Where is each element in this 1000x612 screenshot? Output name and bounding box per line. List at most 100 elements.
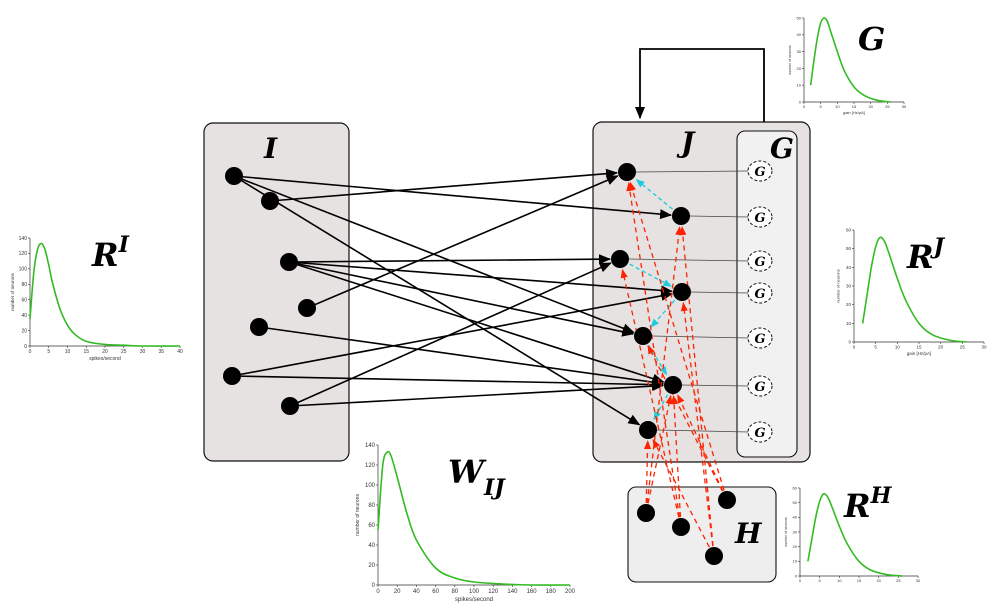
- neuron-j: [618, 163, 636, 181]
- plot-y-tick-label: 60: [368, 523, 375, 529]
- gain-unit: G: [747, 160, 773, 182]
- plot-y-tick-label: 20: [21, 328, 27, 334]
- plot-rj-title-base: R: [906, 238, 934, 276]
- projection-arrow: [233, 175, 673, 220]
- plot-y-tick-label: 30: [797, 49, 802, 54]
- plot-x-tick-label: 60: [432, 589, 439, 595]
- plot-x-tick-label: 15: [852, 104, 857, 109]
- neuron-j: [639, 421, 657, 439]
- neuron-i: [250, 318, 268, 336]
- gain-unit: G: [747, 282, 773, 304]
- plot-curve: [809, 17, 891, 103]
- plot-x-tick-label: 40: [177, 349, 183, 355]
- neuron-h: [718, 491, 736, 509]
- plot-x-tick-label: 120: [488, 589, 499, 595]
- input-arrow: [646, 226, 683, 504]
- projection-arrow: [289, 381, 665, 407]
- plot-y-tick-label: 20: [846, 302, 852, 307]
- plot-x-tick-label: 20: [394, 589, 401, 595]
- plot-y-tick-label: 30: [793, 529, 798, 534]
- plot-x-tick-label: 30: [981, 345, 987, 350]
- plot-curve: [807, 492, 903, 577]
- gain-unit: G: [747, 375, 773, 397]
- plot-y-tick-label: 50: [846, 246, 852, 251]
- input-arrow: [680, 302, 714, 547]
- edges-layer: [231, 168, 749, 548]
- plot-y-tick-label: 20: [368, 563, 375, 569]
- plot-y-tick-label: 40: [793, 515, 798, 520]
- input-arrow: [620, 268, 680, 518]
- plot-y-tick-label: 120: [19, 251, 28, 257]
- plot-x-tick-label: 10: [895, 345, 901, 350]
- plot-y-label: number of neurons: [788, 45, 792, 75]
- plot-y-tick-label: 0: [795, 573, 798, 578]
- plot-wij-title-sub: IJ: [483, 475, 506, 501]
- gain-unit-label: G: [754, 287, 765, 302]
- plot-x-tick-label: 25: [896, 578, 901, 583]
- gain-unit-circle: [747, 206, 773, 228]
- gain-link: [651, 335, 749, 339]
- neuron-h: [637, 504, 655, 522]
- gain-unit: G: [747, 327, 773, 349]
- neuron-i: [261, 192, 279, 210]
- plot-y-tick-label: 0: [799, 99, 802, 104]
- neuron-i: [225, 167, 243, 185]
- plot-x-tick-label: 180: [546, 589, 557, 595]
- projection-arrow: [269, 168, 619, 202]
- input-arrow: [647, 344, 724, 492]
- plot-rh-title: RH: [843, 483, 893, 525]
- neuron-j: [611, 250, 629, 268]
- plot-x-tick-label: 0: [803, 104, 806, 109]
- projection-arrow: [233, 175, 635, 334]
- plot-y-tick-label: 40: [368, 543, 375, 549]
- plot-x-tick-label: 10: [837, 578, 842, 583]
- group-g-label: G: [770, 132, 794, 165]
- plot-x-tick-label: 5: [874, 345, 877, 350]
- input-arrow: [652, 438, 710, 548]
- plot-rh-title-base: R: [843, 487, 871, 525]
- neuron-j: [673, 283, 691, 301]
- gain-unit-label: G: [754, 255, 765, 270]
- plot-x-tick-label: 25: [885, 104, 890, 109]
- projection-arrow: [231, 290, 674, 377]
- neuron-i: [298, 299, 316, 317]
- plot-x-tick-label: 0: [853, 345, 856, 350]
- plot-y-tick-label: 0: [24, 344, 27, 350]
- group-h-label: H: [734, 517, 763, 550]
- plot-y-tick-label: 40: [21, 313, 27, 319]
- plot-x-tick-label: 15: [857, 578, 862, 583]
- recurrent-loop-arrow: [635, 48, 765, 122]
- plot-rj-title: RJ: [906, 234, 946, 276]
- plot-curve: [29, 242, 181, 347]
- plot-x-tick-label: 30: [916, 578, 921, 583]
- plot-x-tick-label: 160: [527, 589, 538, 595]
- projection-arrow: [306, 175, 619, 309]
- gain-unit-label: G: [754, 332, 765, 347]
- neuron-h: [705, 547, 723, 565]
- gain-link: [635, 170, 749, 173]
- plot-y-label: number of neurons: [355, 494, 361, 536]
- plot-x-tick-label: 140: [507, 589, 518, 595]
- plot-x-tick-label: 15: [83, 349, 89, 355]
- gain-link: [628, 258, 749, 262]
- plot-y-tick-label: 40: [797, 32, 802, 37]
- plot-ri-title-base: R: [91, 236, 119, 274]
- plot-x-tick-label: 20: [868, 104, 873, 109]
- plot-rj-title-sup: J: [930, 234, 946, 260]
- plot-y-tick-label: 50: [797, 15, 802, 20]
- input-arrow: [647, 394, 673, 504]
- plot-y-tick-label: 20: [793, 544, 798, 549]
- plot-x-tick-label: 20: [938, 345, 944, 350]
- gain-unit-circle: [747, 282, 773, 304]
- gain-link: [689, 215, 749, 218]
- plot-y-tick-label: 80: [21, 282, 27, 288]
- plot-y-tick-label: 120: [365, 463, 376, 469]
- plot-x-tick-label: 0: [376, 589, 380, 595]
- plot-x-tick-label: 35: [158, 349, 164, 355]
- plot-x-tick-label: 5: [819, 578, 822, 583]
- plot-x-tick-label: 20: [876, 578, 881, 583]
